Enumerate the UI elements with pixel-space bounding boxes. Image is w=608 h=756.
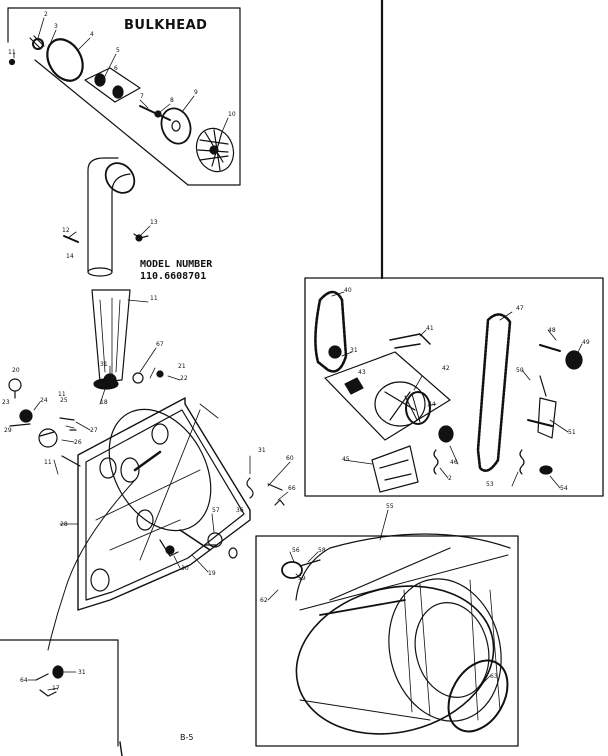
callout-label: 59 [298,575,306,582]
callout-label: 11 [44,459,52,466]
callout-label: 28 [60,521,68,528]
callout-label: 17 [52,685,60,692]
callout-label: 4 [90,31,94,38]
drum-assembly [255,533,519,747]
bulkhead-assembly [7,7,241,186]
model-number-value: 110.6608701 [140,271,207,282]
callout-label: 50 [516,367,524,374]
callout-label: 27 [90,427,98,434]
callout-label: 51 [568,429,576,436]
exhaust-duct [63,157,149,277]
callout-label: 2 [44,11,48,18]
callout-label: 3 [54,23,58,30]
callout-label: 20 [12,367,20,374]
model-number-block: MODEL NUMBER 110.6608701 [140,259,212,283]
callout-label: 21 [178,363,186,370]
callout-label: 40 [344,287,352,294]
callout-label: 11 [8,49,16,56]
callout-label: 64 [20,677,28,684]
front-panel [47,397,251,651]
callout-label: 31 [350,347,358,354]
middle-hardware [179,477,285,559]
callout-label: 11 [58,391,66,398]
bulkhead-title: BULKHEAD [124,18,208,33]
callout-label: 60 [286,455,294,462]
thermostat-parts [8,370,164,448]
callout-label: 5 [116,47,120,54]
callout-label: 67 [156,341,164,348]
callout-label: 9 [194,89,198,96]
callout-label: 54 [560,485,568,492]
callout-label: 30 [181,565,189,572]
drive-motor-assembly [304,277,604,497]
callout-label: 23 [2,399,10,406]
callout-label: 45 [342,456,350,463]
callout-label: 22 [180,375,188,382]
callout-label: 43 [358,369,366,376]
callout-label: 36 [236,507,244,514]
callout-label: 66 [288,485,296,492]
callout-label: 12 [62,227,70,234]
callout-label: 10 [228,111,236,118]
callout-label: 41 [426,325,434,332]
callout-label: 56 [292,547,300,554]
model-number-label: MODEL NUMBER [140,259,213,270]
callout-label: 31 [100,361,108,368]
page-reference: B-5 [180,733,194,742]
callout-label: 25 [60,397,68,404]
callout-label: 47 [516,305,524,312]
callout-label: 24 [40,397,48,404]
callout-label: 29 [4,427,12,434]
callout-label: 7 [140,93,144,100]
callout-label: 58 [318,547,326,554]
callout-label: 26 [74,439,82,446]
callout-label: 63 [490,673,498,680]
callout-label: 31 [78,669,86,676]
callout-label: 14 [66,253,74,260]
callout-label: 11 [150,295,158,302]
callout-label: 57 [212,507,220,514]
callout-label: 2 [448,475,452,482]
callout-label: 8 [170,97,174,104]
callout-label: 46 [450,459,458,466]
callout-label: 53 [486,481,494,488]
callout-label: 18 [100,399,108,406]
callout-label: 48 [548,327,556,334]
callout-label: 31 [258,447,266,454]
callout-label: 6 [114,65,118,72]
callout-label: 62 [260,597,268,604]
callout-label: 55 [386,503,394,510]
bulkhead-gasket-ring [46,38,84,82]
callout-label: 44 [428,401,436,408]
lower-left-parts [0,639,123,756]
callout-label: 19 [208,570,216,577]
callout-label: 13 [150,219,158,226]
blower-wheel [195,127,235,173]
callout-label: 49 [582,339,590,346]
callout-label: 42 [442,365,450,372]
